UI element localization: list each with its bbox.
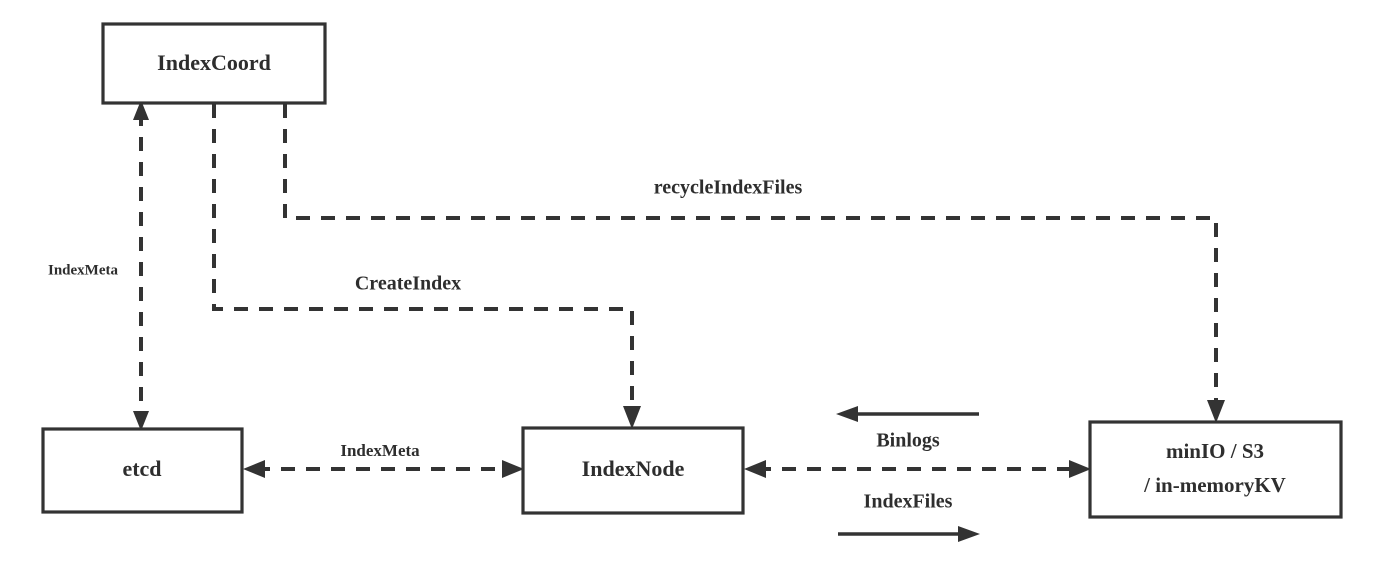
arrowhead-down-icon — [133, 411, 149, 431]
arrowhead-up-icon — [133, 100, 149, 120]
edge-indexfiles: IndexFiles — [838, 491, 980, 542]
arrowhead-right-icon — [1069, 460, 1091, 478]
edge-label-indexmeta-coord-etcd: IndexMeta — [48, 262, 118, 278]
node-minio-label-line1: minIO / S3 — [1166, 439, 1264, 463]
edge-recycleindexfiles: recycleIndexFiles — [283, 104, 1225, 423]
node-etcd-box[interactable] — [41, 427, 244, 514]
arrowhead-right-icon — [958, 526, 980, 542]
arrowhead-down-icon — [623, 406, 641, 429]
edge-line — [212, 104, 634, 415]
node-minio[interactable]: minIO / S3 / in-memoryKV — [1088, 420, 1343, 519]
node-indexcoord[interactable]: IndexCoord — [101, 22, 327, 105]
edge-label-createindex: CreateIndex — [355, 273, 461, 295]
node-minio-box[interactable] — [1088, 420, 1343, 519]
node-etcd[interactable]: etcd — [41, 427, 244, 514]
arrowhead-right-icon — [502, 460, 524, 478]
node-indexcoord-label: IndexCoord — [157, 50, 271, 75]
edge-binlogs: Binlogs — [836, 406, 979, 452]
arrowhead-down-icon — [1207, 400, 1225, 423]
node-indexnode[interactable]: IndexNode — [521, 426, 745, 515]
edge-label-indexmeta-etcd-indexnode: IndexMeta — [340, 441, 420, 460]
edge-indexnode-minio-link — [744, 460, 1091, 478]
node-indexnode-label: IndexNode — [582, 456, 685, 481]
edge-indexmeta-coord-etcd: IndexMeta — [48, 100, 149, 431]
arrowhead-left-icon — [243, 460, 265, 478]
arrowhead-left-icon — [836, 406, 858, 422]
node-minio-label-line2: / in-memoryKV — [1143, 473, 1286, 497]
edge-createindex: CreateIndex — [212, 104, 641, 429]
edge-label-recycleindexfiles: recycleIndexFiles — [654, 177, 803, 199]
edge-label-binlogs: Binlogs — [876, 430, 940, 452]
arrowhead-left-icon — [744, 460, 766, 478]
node-indexcoord-box[interactable] — [101, 22, 327, 105]
node-indexnode-box[interactable] — [521, 426, 745, 515]
edge-indexmeta-etcd-indexnode: IndexMeta — [243, 441, 524, 478]
node-etcd-label: etcd — [122, 456, 161, 481]
edge-line — [283, 104, 1218, 409]
edge-label-indexfiles: IndexFiles — [864, 491, 953, 513]
